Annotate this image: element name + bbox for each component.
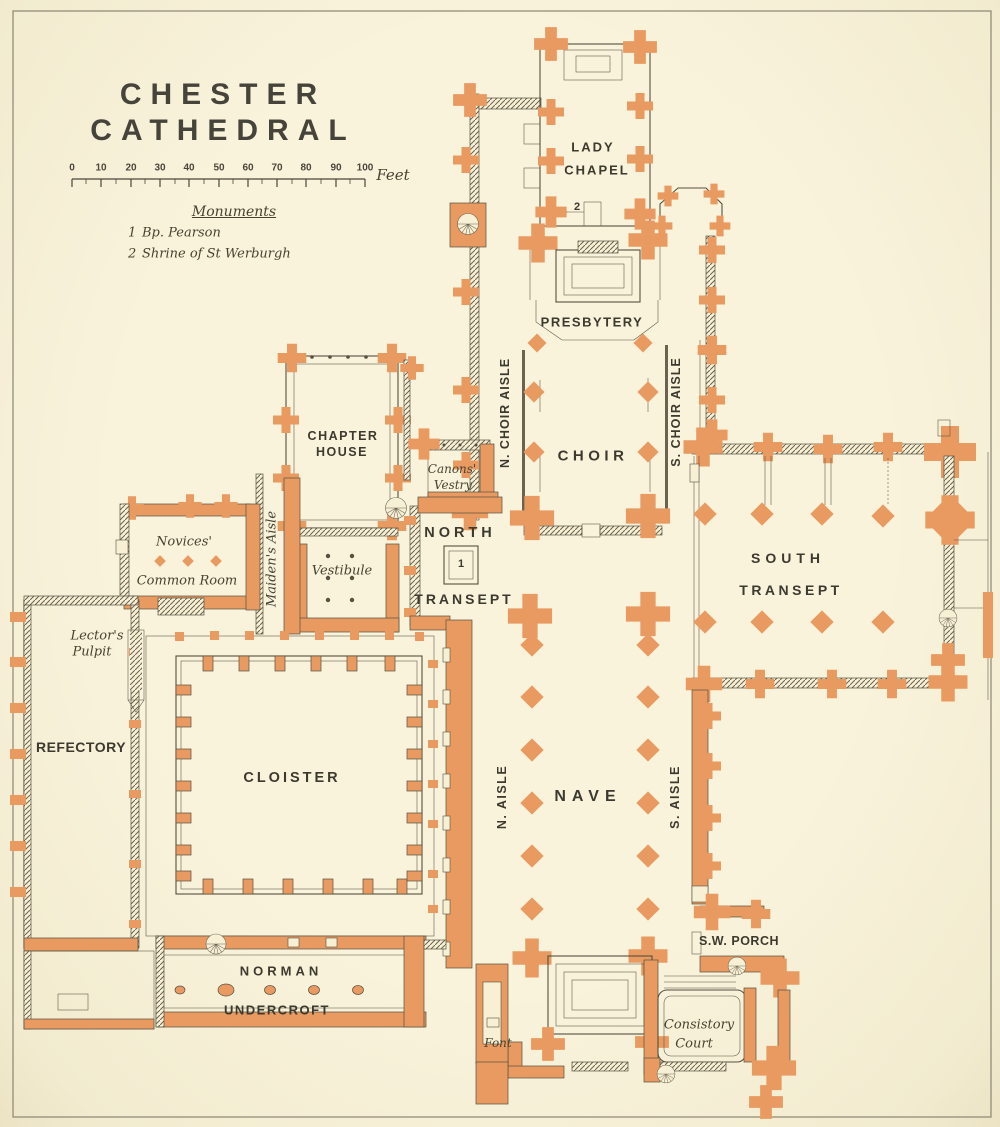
monument-marker-1: 1: [457, 558, 465, 570]
label-novices-2: Common Room: [136, 573, 238, 589]
label-south-choir-aisle: S. CHOIR AISLE: [669, 357, 683, 467]
choir-structure: [522, 345, 668, 538]
legend-heading: Monuments: [191, 204, 277, 220]
label-maidens-aisle: Maiden's Aisle: [264, 510, 280, 608]
north-transept-structure: [385, 496, 503, 631]
label-cloister: CLOISTER: [243, 770, 341, 786]
scale-unit-label: Feet: [376, 166, 410, 184]
cloister-structure: [145, 631, 438, 937]
label-refectory: REFECTORY: [35, 739, 127, 755]
presbytery-structure: [518, 220, 668, 353]
legend-item-2-name: Shrine of St Werburgh: [142, 246, 291, 262]
scale-tick-10: 10: [95, 162, 107, 174]
label-north-aisle: N. AISLE: [495, 764, 509, 830]
label-north-transept-2: TRANSEPT: [414, 591, 514, 607]
south-transept-structure: [683, 419, 993, 703]
label-sw-porch: S.W. PORCH: [698, 934, 780, 948]
label-lectors-pulpit-1: Lector's: [70, 628, 124, 644]
label-south-aisle: S. AISLE: [668, 765, 682, 829]
scale-tick-80: 80: [300, 162, 312, 174]
chapter-house-structure: [273, 343, 424, 541]
frame-border: [12, 10, 992, 1118]
tower-font-structure: [475, 963, 509, 1105]
nave-structure: [442, 619, 721, 978]
label-canons-vestry-1: Canons': [427, 462, 477, 476]
scale-tick-40: 40: [183, 162, 195, 174]
label-lady-chapel-1: LADY: [571, 139, 615, 155]
label-consistory-2: Court: [675, 1036, 713, 1052]
label-north-choir-aisle: N. CHOIR AISLE: [498, 357, 512, 469]
refectory-structure: [10, 595, 155, 1030]
legend-item-1-number: 1: [128, 225, 137, 241]
label-south-transept-1: SOUTH: [751, 550, 825, 566]
label-choir: CHOIR: [557, 447, 629, 465]
label-south-transept-2: TRANSEPT: [739, 582, 843, 598]
label-canons-vestry-2: Vestry: [433, 478, 473, 492]
scale-tick-90: 90: [330, 162, 342, 174]
north-wall: [449, 83, 542, 531]
scale-tick-20: 20: [125, 162, 137, 174]
label-norman-undercroft-1: NORMAN: [239, 963, 323, 979]
novices-room-structure: [115, 494, 261, 616]
scale-bar: [71, 178, 366, 187]
label-vestibule: Vestibule: [311, 563, 373, 579]
label-chapter-house-2: HOUSE: [316, 445, 368, 459]
scale-tick-70: 70: [271, 162, 283, 174]
label-presbytery: PRESBYTERY: [540, 314, 644, 330]
vestibule-structure: [295, 543, 400, 633]
label-north-transept-1: NORTH: [424, 525, 496, 541]
scale-tick-30: 30: [154, 162, 166, 174]
consistory-court-structure: [643, 959, 797, 1119]
shrine-structure: [566, 201, 602, 227]
legend-item-2: 2 Shrine of St Werburgh: [128, 247, 291, 262]
monument-marker-2: 2: [573, 201, 581, 213]
lady-chapel-structure: [523, 27, 657, 230]
scale-tick-50: 50: [213, 162, 225, 174]
label-novices-1: Novices': [156, 534, 212, 550]
legend-item-2-number: 2: [128, 246, 137, 262]
legend-item-1: 1 Bp. Pearson: [128, 226, 221, 241]
crossing-piers: [507, 493, 671, 639]
label-font: Font: [484, 1036, 512, 1050]
scale-tick-60: 60: [242, 162, 254, 174]
label-chapter-house-1: CHAPTER: [307, 429, 379, 443]
label-norman-undercroft-2: UNDERCROFT: [224, 1002, 330, 1018]
scale-tick-100: 100: [356, 162, 374, 174]
label-consistory-1: Consistory: [663, 1017, 735, 1033]
label-nave: NAVE: [554, 788, 622, 805]
south-choir-aisle-wall: [651, 183, 731, 451]
undercroft-structure: [155, 933, 447, 1028]
label-lady-chapel-2: CHAPEL: [564, 162, 630, 178]
map-title-line2: CATHEDRAL: [90, 114, 356, 147]
legend-item-1-name: Bp. Pearson: [142, 225, 221, 241]
scale-tick-0: 0: [69, 162, 75, 174]
map-title-line1: CHESTER: [119, 78, 327, 111]
label-lectors-pulpit-2: Pulpit: [72, 644, 112, 660]
